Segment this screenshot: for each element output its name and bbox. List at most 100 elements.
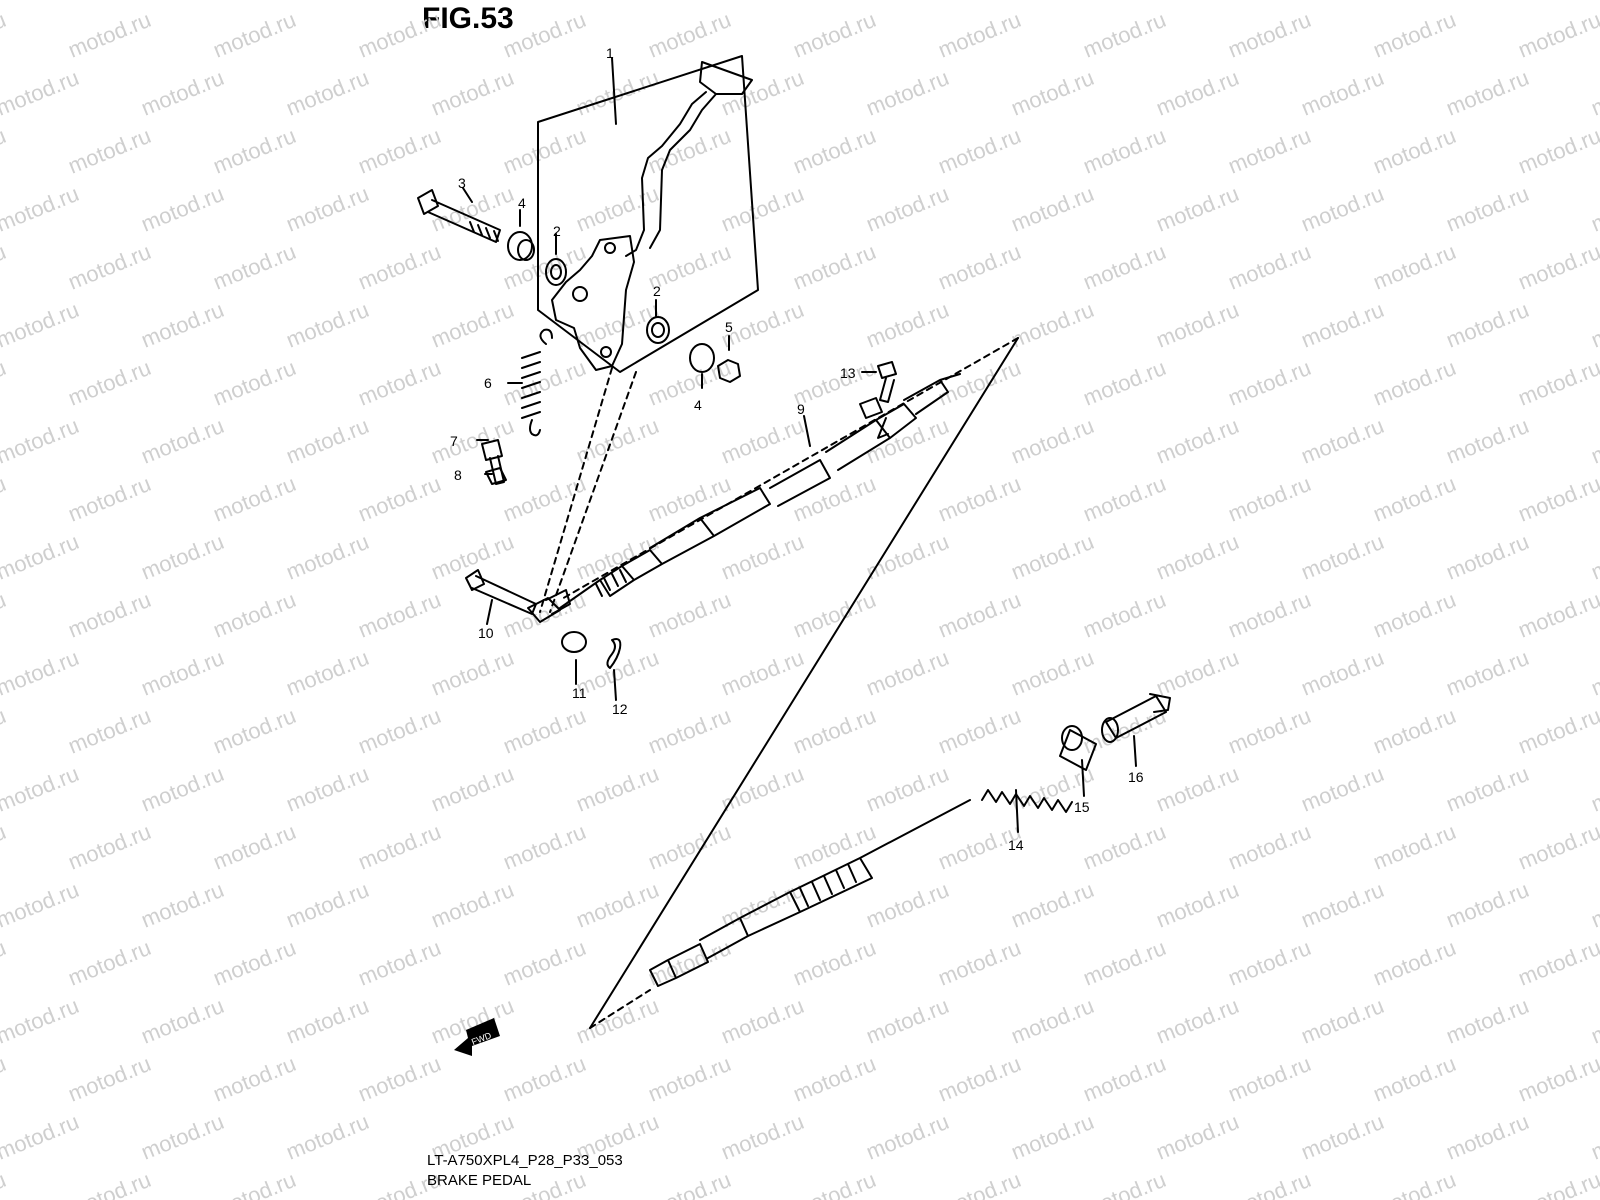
watermark-text: motod.ru bbox=[790, 239, 880, 295]
watermark-text: motod.ru bbox=[718, 993, 808, 1049]
watermark-text: motod.ru bbox=[0, 239, 9, 295]
watermark-text: motod.ru bbox=[1153, 645, 1243, 701]
watermark-text: motod.ru bbox=[645, 935, 735, 991]
watermark-text: motod.ru bbox=[65, 239, 155, 295]
watermark-text: motod.ru bbox=[0, 761, 82, 817]
watermark-text: motod.ru bbox=[1588, 877, 1600, 933]
watermark-text: motod.ru bbox=[0, 413, 82, 469]
cable-joint-part bbox=[1059, 729, 1097, 771]
watermark-text: motod.ru bbox=[718, 761, 808, 817]
watermark-text: motod.ru bbox=[573, 761, 663, 817]
watermark-text: motod.ru bbox=[0, 7, 9, 63]
watermark-text: motod.ru bbox=[573, 65, 663, 121]
watermark-text: motod.ru bbox=[428, 413, 518, 469]
return-spring-part bbox=[521, 328, 553, 437]
watermark-text: motod.ru bbox=[718, 1109, 808, 1165]
watermark-text: motod.ru bbox=[65, 703, 155, 759]
watermark-text: motod.ru bbox=[1588, 529, 1600, 585]
watermark-text: motod.ru bbox=[863, 65, 953, 121]
watermark-text: motod.ru bbox=[1080, 1051, 1170, 1107]
watermark-text: motod.ru bbox=[1370, 7, 1460, 63]
watermark-text: motod.ru bbox=[935, 355, 1025, 411]
watermark-text: motod.ru bbox=[1153, 761, 1243, 817]
watermark-text: motod.ru bbox=[65, 7, 155, 63]
watermark-text: motod.ru bbox=[65, 935, 155, 991]
watermark-text: motod.ru bbox=[790, 935, 880, 991]
pivot-bolt-part bbox=[417, 189, 501, 243]
watermark-text: motod.ru bbox=[1443, 529, 1533, 585]
watermark-text: motod.ru bbox=[355, 239, 445, 295]
figure-name: BRAKE PEDAL bbox=[427, 1172, 532, 1189]
watermark-text: motod.ru bbox=[645, 1167, 735, 1200]
watermark-text: motod.ru bbox=[138, 645, 228, 701]
bushing-inner bbox=[517, 239, 535, 261]
watermark-text: motod.ru bbox=[935, 587, 1025, 643]
watermark-text: motod.ru bbox=[1370, 355, 1460, 411]
watermark-text: motod.ru bbox=[0, 181, 82, 237]
watermark-text: motod.ru bbox=[1008, 1109, 1098, 1165]
watermark-text: motod.ru bbox=[1008, 993, 1098, 1049]
watermark-text: motod.ru bbox=[790, 1167, 880, 1200]
watermark-text: motod.ru bbox=[718, 181, 808, 237]
washer-clevis-part bbox=[561, 631, 587, 653]
seal-inner-a bbox=[550, 264, 562, 280]
watermark-text: motod.ru bbox=[1370, 1167, 1460, 1200]
cable-adjuster-thread bbox=[595, 569, 627, 597]
watermark-text: motod.ru bbox=[355, 1051, 445, 1107]
watermark-text: motod.ru bbox=[1515, 703, 1600, 759]
watermark-text: motod.ru bbox=[1153, 1109, 1243, 1165]
watermark-text: motod.ru bbox=[718, 645, 808, 701]
leader-lines bbox=[462, 57, 1137, 833]
watermark-text: motod.ru bbox=[1370, 703, 1460, 759]
washer-part bbox=[689, 343, 715, 373]
watermark-text: motod.ru bbox=[1225, 587, 1315, 643]
watermark-text: motod.ru bbox=[138, 413, 228, 469]
watermark-text: motod.ru bbox=[1515, 123, 1600, 179]
watermark-text: motod.ru bbox=[0, 1109, 82, 1165]
callout-13: 13 bbox=[840, 365, 856, 381]
watermark-text: motod.ru bbox=[355, 703, 445, 759]
watermark-text: motod.ru bbox=[1298, 645, 1388, 701]
watermark-text: motod.ru bbox=[355, 471, 445, 527]
callout-2b: 2 bbox=[653, 283, 661, 299]
watermark-text: motod.ru bbox=[428, 65, 518, 121]
watermark-text: motod.ru bbox=[1515, 819, 1600, 875]
guide-line-bottom bbox=[589, 989, 651, 1029]
callout-14: 14 bbox=[1008, 837, 1024, 853]
watermark-text: motod.ru bbox=[428, 645, 518, 701]
watermark-text: motod.ru bbox=[1080, 7, 1170, 63]
watermark-text: motod.ru bbox=[1515, 239, 1600, 295]
callout-10: 10 bbox=[478, 625, 494, 641]
watermark-text: motod.ru bbox=[500, 123, 590, 179]
watermark-text: motod.ru bbox=[283, 993, 373, 1049]
guide-line-upper bbox=[539, 367, 637, 613]
watermark-text: motod.ru bbox=[0, 65, 82, 121]
watermark-text: motod.ru bbox=[790, 471, 880, 527]
watermark-text: motod.ru bbox=[1225, 1167, 1315, 1200]
cotter-pin-part bbox=[606, 638, 622, 669]
watermark-text: motod.ru bbox=[1588, 181, 1600, 237]
watermark-text: motod.ru bbox=[1225, 123, 1315, 179]
watermark-text: motod.ru bbox=[1080, 471, 1170, 527]
watermark-text: motod.ru bbox=[935, 1167, 1025, 1200]
watermark-text: motod.ru bbox=[573, 993, 663, 1049]
watermark-text: motod.ru bbox=[935, 123, 1025, 179]
callout-1: 1 bbox=[606, 45, 614, 61]
watermark-text: motod.ru bbox=[500, 819, 590, 875]
watermark-text: motod.ru bbox=[718, 413, 808, 469]
watermark-text: motod.ru bbox=[1443, 413, 1533, 469]
watermark-text: motod.ru bbox=[283, 1109, 373, 1165]
watermark-text: motod.ru bbox=[1443, 1109, 1533, 1165]
pedal-hole bbox=[604, 242, 616, 254]
watermark-text: motod.ru bbox=[210, 1167, 300, 1200]
watermark-text: motod.ru bbox=[1443, 877, 1533, 933]
watermark-text: motod.ru bbox=[935, 471, 1025, 527]
watermark-text: motod.ru bbox=[1588, 645, 1600, 701]
watermark-text: motod.ru bbox=[138, 297, 228, 353]
watermark-text: motod.ru bbox=[0, 993, 82, 1049]
watermark-text: motod.ru bbox=[0, 1167, 9, 1200]
watermark-text: motod.ru bbox=[210, 239, 300, 295]
lever-end bbox=[1101, 717, 1119, 743]
watermark-text: motod.ru bbox=[0, 123, 9, 179]
